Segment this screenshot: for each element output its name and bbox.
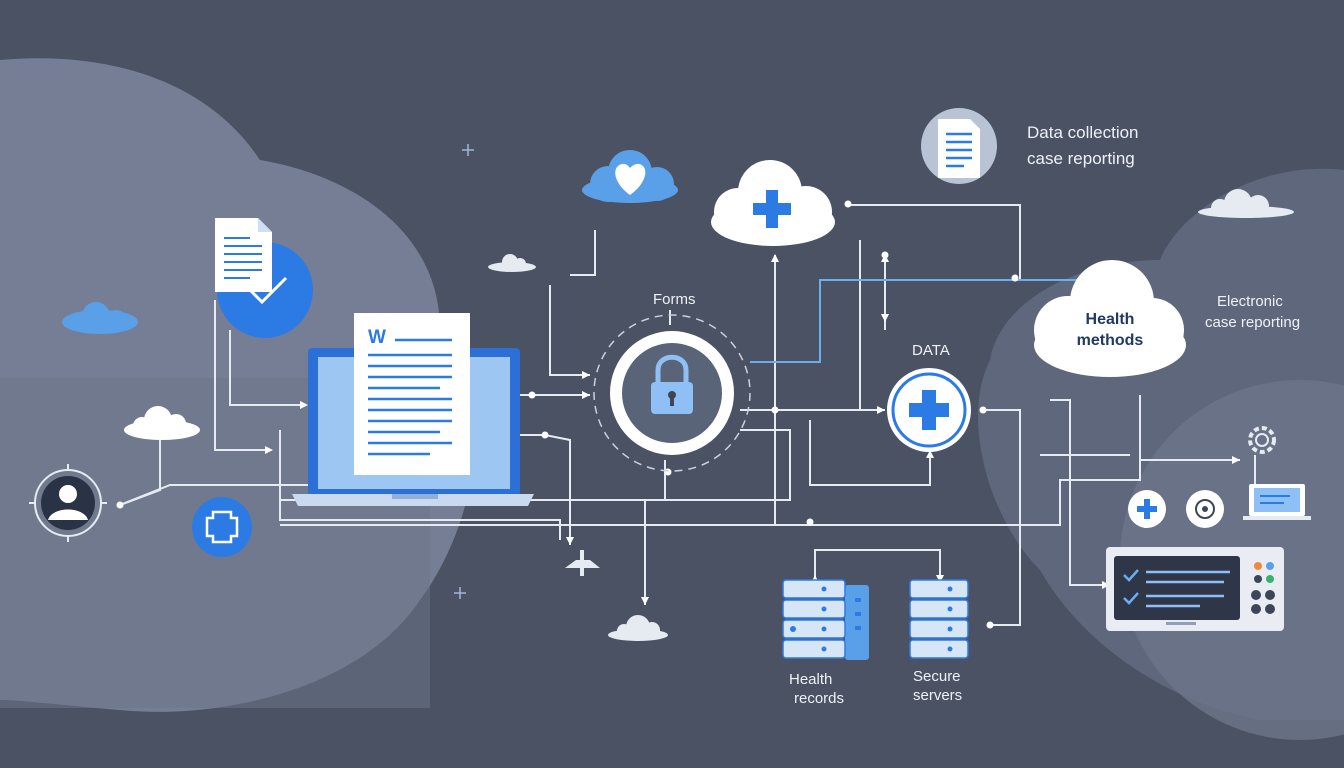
server-rack-icon bbox=[909, 579, 969, 659]
label-health-methods-1: Health bbox=[1085, 311, 1135, 328]
label-forms: Forms bbox=[653, 291, 696, 308]
label-health-methods-2: methods bbox=[1076, 332, 1144, 349]
control-panel-icon bbox=[1106, 547, 1284, 631]
label-health-records-1: Health bbox=[789, 671, 833, 688]
gear-icon bbox=[1248, 426, 1276, 454]
label-electronic: Electronic bbox=[1217, 293, 1283, 310]
cloud-icon bbox=[608, 615, 668, 641]
cloud-icon bbox=[488, 254, 536, 272]
document-icon bbox=[921, 108, 997, 184]
label-secure-servers-2: servers bbox=[913, 687, 963, 704]
cloud-icon bbox=[1198, 189, 1294, 218]
cloud-icon bbox=[565, 550, 600, 576]
server-rack-icon bbox=[782, 579, 869, 660]
user-avatar-icon bbox=[29, 464, 107, 542]
connector-lines bbox=[119, 204, 1270, 626]
medical-cross-cloud-icon bbox=[711, 160, 835, 246]
monitor-icon bbox=[1243, 484, 1311, 520]
label-electronic-case-reporting: case reporting bbox=[1205, 314, 1301, 331]
target-icon bbox=[1186, 490, 1224, 528]
heart-cloud-icon bbox=[582, 150, 678, 203]
document-check-icon bbox=[215, 218, 313, 338]
medical-cross-icon bbox=[887, 368, 971, 452]
label-health-records-2: records bbox=[794, 690, 845, 707]
connector-lines-blue bbox=[750, 279, 1090, 363]
health-methods-cloud-icon bbox=[1034, 260, 1186, 377]
label-secure-servers-1: Secure bbox=[913, 668, 961, 685]
word-letter: W bbox=[368, 327, 386, 348]
sparkle-icons bbox=[454, 144, 474, 599]
label-data-collection: Data collection bbox=[1027, 123, 1139, 142]
connector-arrows bbox=[265, 254, 1270, 605]
label-case-reporting: case reporting bbox=[1027, 149, 1135, 168]
lock-icon bbox=[593, 314, 751, 472]
health-badge-icon bbox=[192, 497, 252, 557]
cloud-icon bbox=[124, 406, 200, 440]
plus-icon bbox=[1128, 490, 1166, 528]
label-data: DATA bbox=[912, 342, 950, 359]
word-document-icon bbox=[354, 313, 470, 475]
cloud-icon bbox=[62, 302, 138, 334]
